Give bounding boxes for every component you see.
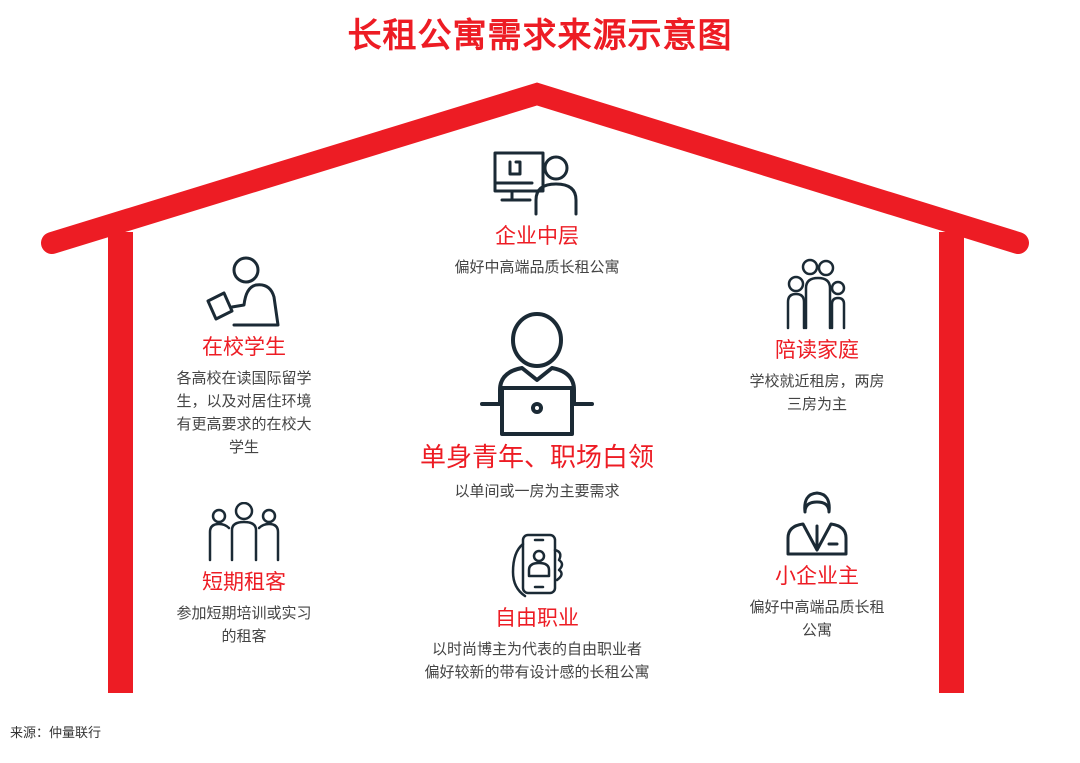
businessman-icon	[786, 491, 848, 556]
segment-young-single: 单身青年、职场白领 以单间或一房为主要需求	[367, 312, 707, 503]
segment-mid-manager: 企业中层 偏好中高端品质长租公寓	[387, 150, 687, 279]
group-icon	[208, 502, 280, 562]
page-title: 长租公寓需求来源示意图	[347, 16, 733, 56]
desktop-user-icon	[493, 151, 578, 216]
segment-title: 短期租客	[202, 570, 286, 594]
segment-desc: 以时尚博主为代表的自由职业者偏好较新的带有设计感的长租公寓	[424, 640, 650, 681]
segment-desc: 参加短期培训或实习的租客	[176, 604, 312, 645]
student-tablet-icon	[206, 256, 280, 327]
phone-hand-icon	[511, 533, 564, 598]
segment-title: 在校学生	[202, 335, 286, 359]
segment-short-term: 短期租客 参加短期培训或实习的租客	[154, 502, 334, 648]
segment-title: 自由职业	[495, 606, 579, 630]
family-icon	[786, 258, 846, 330]
segment-desc: 以单间或一房为主要需求	[454, 482, 620, 500]
segment-title: 小企业主	[775, 564, 859, 588]
segment-student: 在校学生 各高校在读国际留学生，以及对居住环境有更高要求的在校大学生	[154, 255, 334, 459]
segment-desc: 偏好中高端品质长租公寓	[749, 598, 885, 639]
segment-family: 陪读家庭 学校就近租房，两房三房为主	[717, 258, 917, 416]
segment-desc: 学校就近租房，两房三房为主	[749, 372, 885, 413]
source-note: 来源：仲量联行	[10, 726, 102, 741]
segment-desc: 各高校在读国际留学生，以及对居住环境有更高要求的在校大学生	[176, 369, 312, 456]
laptop-user-icon	[480, 312, 594, 436]
segment-small-business: 小企业主 偏好中高端品质长租公寓	[717, 490, 917, 642]
segment-title: 单身青年、职场白领	[419, 443, 654, 473]
segment-desc: 偏好中高端品质长租公寓	[454, 258, 620, 276]
segment-title: 企业中层	[495, 224, 579, 248]
segment-title: 陪读家庭	[775, 338, 859, 362]
segment-freelancer: 自由职业 以时尚博主为代表的自由职业者偏好较新的带有设计感的长租公寓	[387, 532, 687, 684]
